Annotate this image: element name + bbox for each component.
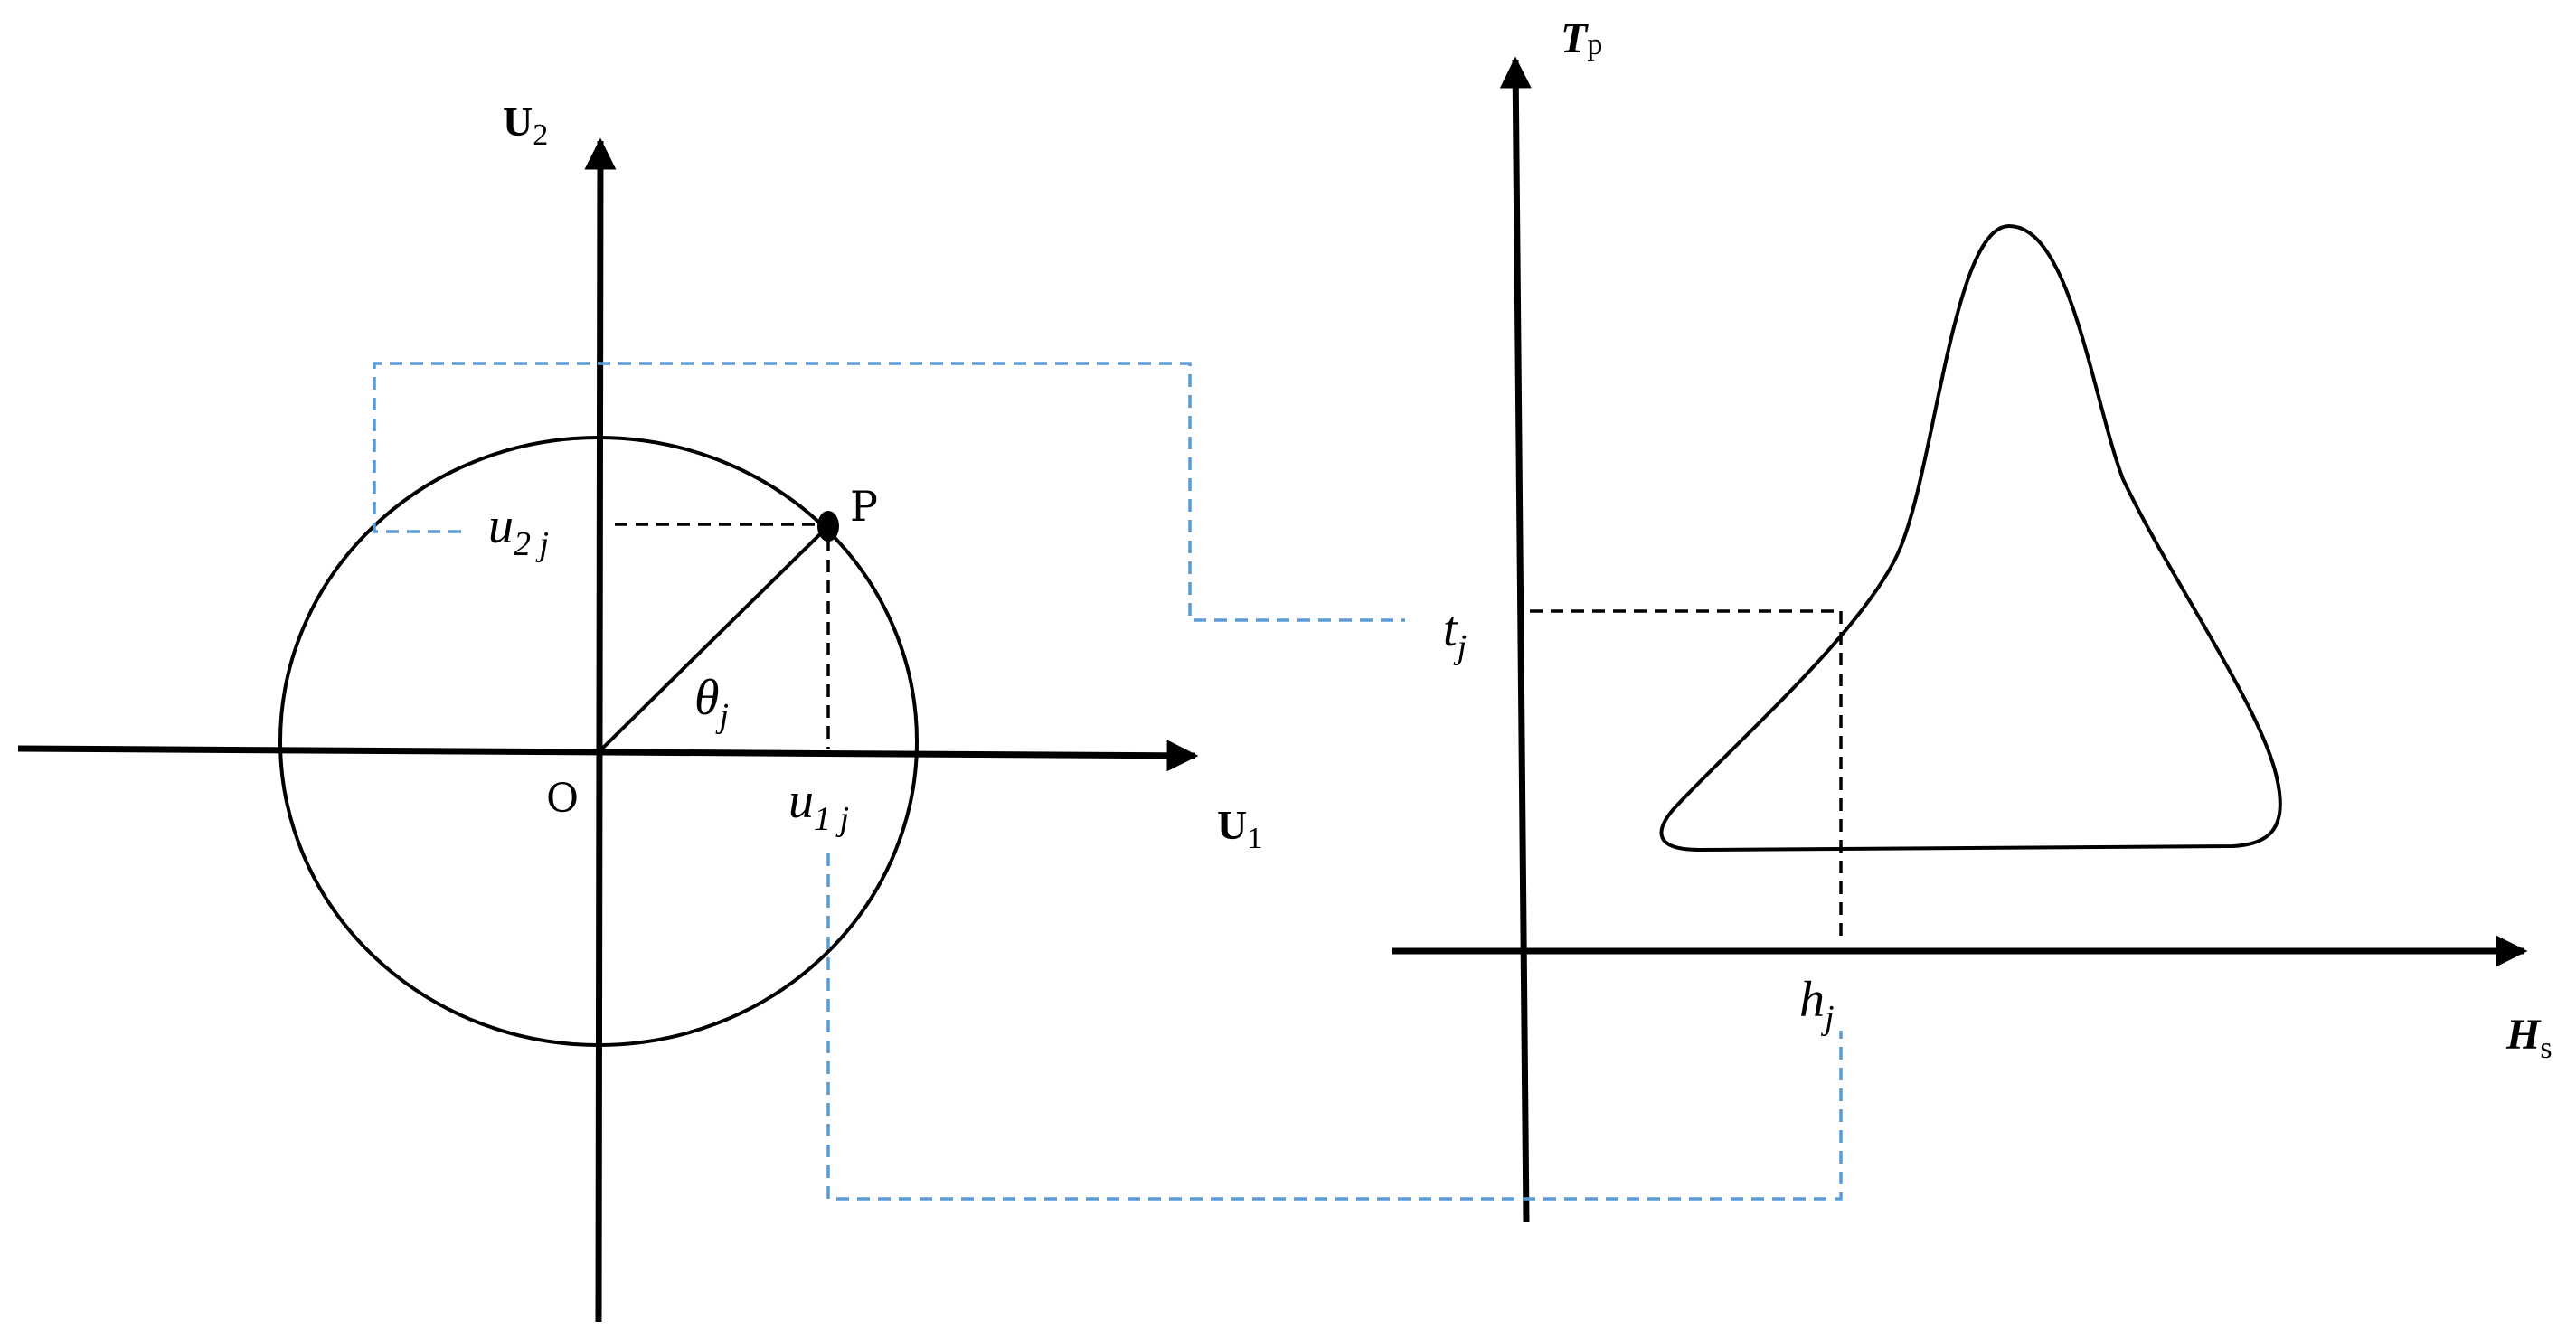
environmental-contour [1659,223,2282,853]
u1-axis-label: U1 [1217,802,1262,855]
point-p-marker [817,511,839,542]
u1j-to-hj-mapping-line [826,853,1843,1201]
u1-axis [17,740,1199,772]
reliability-circle [278,436,919,1047]
hj-label: hj [1799,972,1835,1037]
tp-axis-label: Tp [1561,14,1602,62]
point-p-label: P [850,482,878,531]
tj-label: tj [1443,601,1467,666]
u2-axis [584,137,617,1323]
right-panel: tj hj Hs Tp [1392,14,2552,1223]
angle-label: θj [694,670,729,735]
tp-axis [1499,56,1532,1223]
hs-axis-label: Hs [2505,1011,2552,1065]
mapping-lines [373,362,1843,1201]
radius-line [599,524,830,752]
left-panel: O P θj u2 j u1 j U1 U2 [17,99,1262,1323]
u2j-to-tj-mapping-line [373,362,1405,622]
u1j-label: u1 j [788,773,849,838]
u2-axis-label: U2 [503,99,548,152]
origin-label: O [546,776,579,822]
u2j-label: u2 j [488,498,549,563]
